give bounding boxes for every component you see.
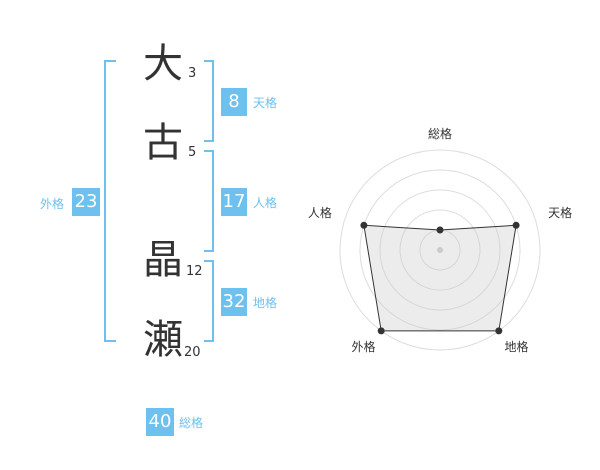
chikaku-bracket bbox=[204, 260, 214, 342]
radar-grid-ring bbox=[379, 189, 501, 311]
radar-axis-label-5: 人格 bbox=[308, 205, 332, 220]
chikaku-value: 32 bbox=[221, 288, 247, 316]
jinkaku-value: 17 bbox=[221, 188, 247, 216]
stroke-count-4: 20 bbox=[184, 345, 201, 360]
soukaku-label: 総格 bbox=[179, 416, 204, 430]
stroke-count-1: 3 bbox=[188, 66, 197, 81]
chikaku-label: 地格 bbox=[253, 296, 278, 310]
gaikaku-bracket bbox=[104, 60, 116, 342]
radar-data-polygon bbox=[363, 224, 517, 332]
radar-grid-ring bbox=[399, 209, 481, 291]
tenkaku-bracket bbox=[204, 60, 214, 142]
radar-axis-label-2: 天格 bbox=[548, 205, 572, 220]
radar-axis-label-1: 総格 bbox=[428, 126, 452, 141]
radar-axis-label-3: 地格 bbox=[505, 339, 529, 354]
radar-point-1 bbox=[436, 226, 444, 234]
name-char-1: 大 bbox=[143, 41, 183, 87]
gaikaku-label: 外格 bbox=[40, 197, 65, 211]
gaikaku-value: 23 bbox=[72, 188, 100, 216]
radar-axis-label-4: 外格 bbox=[351, 339, 375, 354]
name-char-4: 瀬 bbox=[143, 317, 183, 363]
name-char-2: 古 bbox=[143, 120, 183, 166]
tenkaku-value: 8 bbox=[221, 88, 247, 116]
radar-grid-ring bbox=[359, 169, 521, 331]
jinkaku-bracket bbox=[204, 150, 214, 252]
soukaku-value: 40 bbox=[146, 408, 174, 436]
radar-point-3 bbox=[495, 327, 503, 335]
radar-point-4 bbox=[377, 327, 385, 335]
radar-point-2 bbox=[512, 221, 520, 229]
radar-grid-ring bbox=[339, 149, 541, 351]
name-char-3: 晶 bbox=[143, 237, 183, 283]
radar-point-5 bbox=[360, 221, 368, 229]
jinkaku-label: 人格 bbox=[253, 196, 278, 210]
stroke-count-2: 5 bbox=[188, 145, 197, 160]
radar-center-dot bbox=[437, 247, 443, 253]
stroke-count-3: 12 bbox=[186, 264, 203, 279]
tenkaku-label: 天格 bbox=[253, 96, 278, 110]
